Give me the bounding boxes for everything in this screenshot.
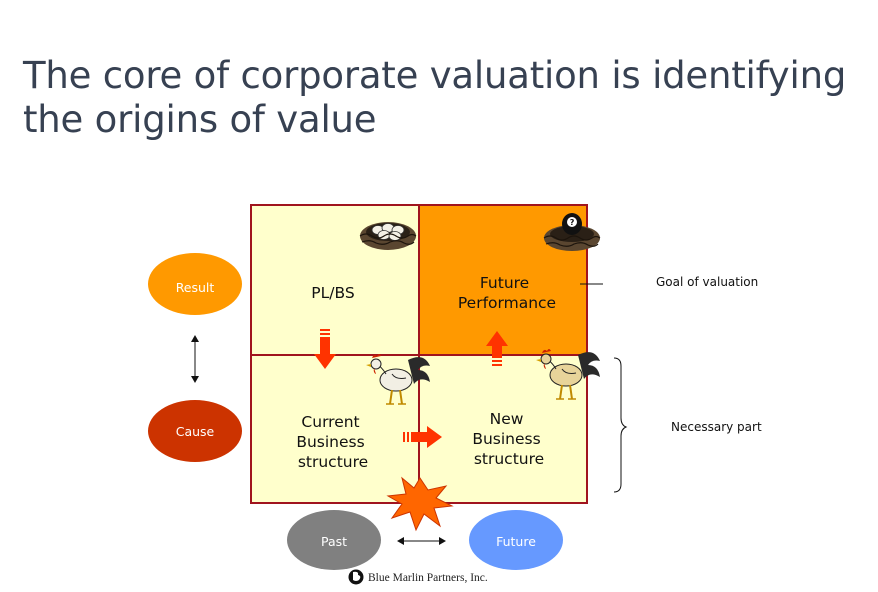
quadrant-bottom-left-line-3: structure [298,453,368,471]
nest-with-question-egg-icon: ? [543,213,601,251]
result-label: Result [176,280,215,295]
necessary-part-label: Necessary part [671,420,762,434]
quadrant-top-right-label: Future Performance [458,274,556,312]
future-label: Future [496,534,536,549]
starburst-icon [386,476,454,532]
quadrant-bottom-right-line-2: Business [472,430,540,448]
title-line-2: the origins of value [23,98,377,141]
cause-label: Cause [176,424,215,439]
double-arrow-vertical-icon [191,335,199,383]
quadrant-top-left-label: PL/BS [311,284,354,302]
arrow-right-icon [403,426,442,448]
quadrant-bottom-left-line-2: Business [296,433,364,451]
quadrant-bottom-right-label: New Business structure [472,410,545,468]
future-oval [469,510,563,570]
svg-text:?: ? [570,218,575,227]
rooster-icon [536,349,600,400]
past-label: Past [321,534,347,549]
quadrant-bottom-left-label: Current Business structure [296,413,369,471]
nest-with-eggs-icon [359,222,417,250]
double-arrow-horizontal-icon [397,537,446,545]
result-oval [148,253,242,315]
quadrant-top-left-line-1: PL/BS [311,284,354,302]
goal-of-valuation-label: Goal of valuation [656,275,758,289]
cause-oval [148,400,242,462]
company-name: Blue Marlin Partners, Inc. [368,572,488,584]
past-oval [287,510,381,570]
quadrant-bottom-right-line-1: New [490,410,524,428]
company-logo-icon [348,569,364,585]
title-line-1: The core of corporate valuation is ident… [23,54,847,97]
arrow-down-icon [314,329,336,369]
page-title: The core of corporate valuation is ident… [23,54,863,142]
quadrant-bottom-left-line-1: Current [301,413,359,431]
quadrant-bottom-right-line-3: structure [474,450,544,468]
quadrant-top-right-line-1: Future [480,274,529,292]
rooster-icon [366,354,430,405]
quadrant-top-right-line-2: Performance [458,294,556,312]
right-brace [613,357,628,493]
arrow-up-icon [486,331,508,366]
